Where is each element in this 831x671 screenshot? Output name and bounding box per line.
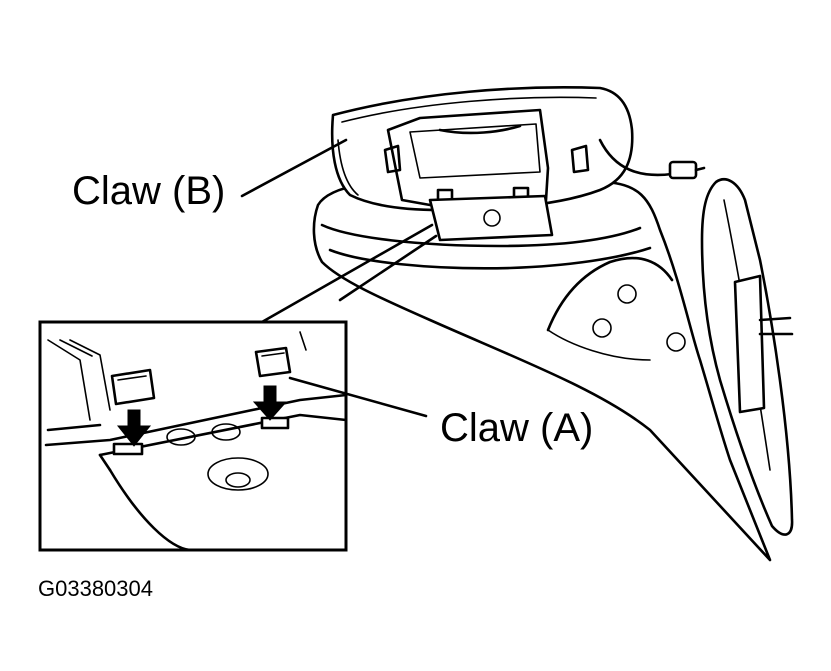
claw-b-leader-line <box>240 138 348 198</box>
mirror-glass-drawing <box>700 178 794 536</box>
inset-lead-line-right <box>338 234 438 302</box>
arrow-down-icon <box>252 385 288 421</box>
inset-lead-line-left <box>260 223 434 324</box>
claw-a-leader-line <box>288 376 428 418</box>
claw-b-label: Claw (B) <box>72 169 225 213</box>
arrow-down-icon <box>116 409 152 447</box>
detail-inset-drawing <box>38 320 348 552</box>
mirror-housing-drawing <box>312 86 772 562</box>
claw-a-label: Claw (A) <box>440 406 593 450</box>
figure-code: G03380304 <box>38 576 153 601</box>
